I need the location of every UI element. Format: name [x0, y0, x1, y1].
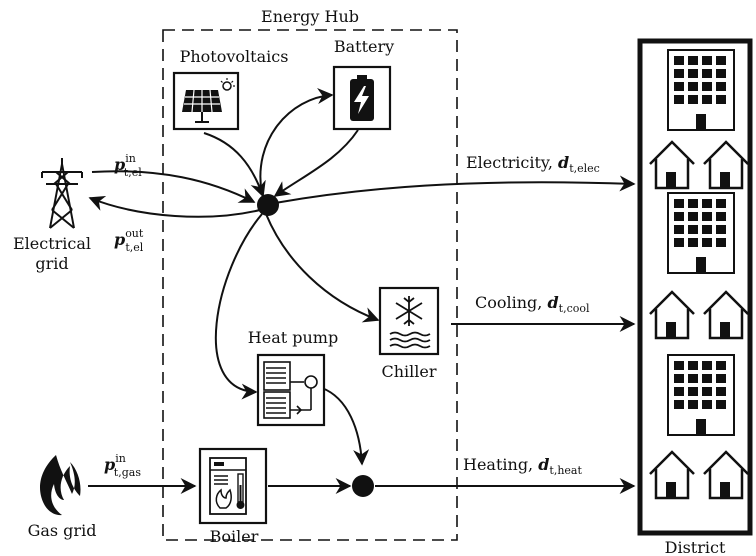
- flow-node-to-heatpump: [214, 213, 263, 400]
- flow-node-to-battery: [259, 88, 334, 195]
- electrical-grid-label-2: grid: [35, 254, 68, 273]
- flow-lines: [88, 88, 636, 494]
- district: District: [637, 38, 753, 556]
- energy-hub-title: Energy Hub: [261, 7, 359, 26]
- house-icon: [703, 140, 749, 190]
- electricity-node: [257, 194, 279, 216]
- flow-grid-out: [88, 195, 261, 218]
- gas-grid: Gas grid: [28, 455, 97, 540]
- snowflake-icon: [389, 296, 431, 349]
- flow-battery-to-node: [273, 129, 359, 197]
- heat-pump-label: Heat pump: [248, 328, 338, 347]
- cooling-flow-label: Cooling, dt,cool: [475, 293, 590, 315]
- district-label: District: [665, 538, 726, 556]
- heat-pump-icon: [263, 361, 318, 419]
- heat-pump: Heat pump: [248, 328, 338, 427]
- photovoltaics: Photovoltaics: [172, 47, 289, 131]
- electrical-grid: Electrical grid: [13, 158, 91, 273]
- houses: [649, 140, 749, 500]
- house-icon: [649, 450, 695, 500]
- solar-panel-icon: [182, 78, 235, 123]
- chiller: Chiller: [378, 286, 440, 381]
- electrical-grid-label-1: Electrical: [13, 234, 91, 253]
- boiler: Boiler: [198, 447, 268, 546]
- building-icon: [667, 192, 735, 274]
- flow-pv-to-node: [203, 132, 266, 198]
- building-icon: [667, 49, 735, 131]
- house-icon: [703, 450, 749, 500]
- house-icon: [649, 290, 695, 340]
- heat-node: [352, 475, 374, 497]
- boiler-box: [198, 447, 268, 525]
- flow-electricity: [274, 175, 636, 204]
- electricity-flow-label: Electricity, dt,elec: [466, 153, 600, 175]
- battery-label: Battery: [334, 37, 394, 56]
- battery: Battery: [332, 37, 394, 131]
- flow-node-to-chiller: [265, 213, 380, 323]
- battery-icon: [350, 75, 374, 121]
- boiler-label: Boiler: [210, 527, 259, 546]
- house-icon: [649, 140, 695, 190]
- house-icon: [703, 290, 749, 340]
- buildings: [667, 49, 735, 436]
- gas-grid-label: Gas grid: [28, 521, 97, 540]
- transmission-tower-icon: [41, 158, 83, 229]
- boiler-icon: [209, 457, 247, 515]
- flow-heatpump-to-heatnode: [321, 387, 370, 466]
- heating-flow-label: Heating, dt,heat: [463, 455, 582, 477]
- energy-hub-boundary: [162, 29, 458, 541]
- building-icon: [667, 354, 735, 436]
- flow-grid-in: [91, 170, 256, 203]
- flame-icon: [40, 455, 81, 516]
- chiller-label: Chiller: [381, 362, 436, 381]
- pv-label: Photovoltaics: [180, 47, 289, 66]
